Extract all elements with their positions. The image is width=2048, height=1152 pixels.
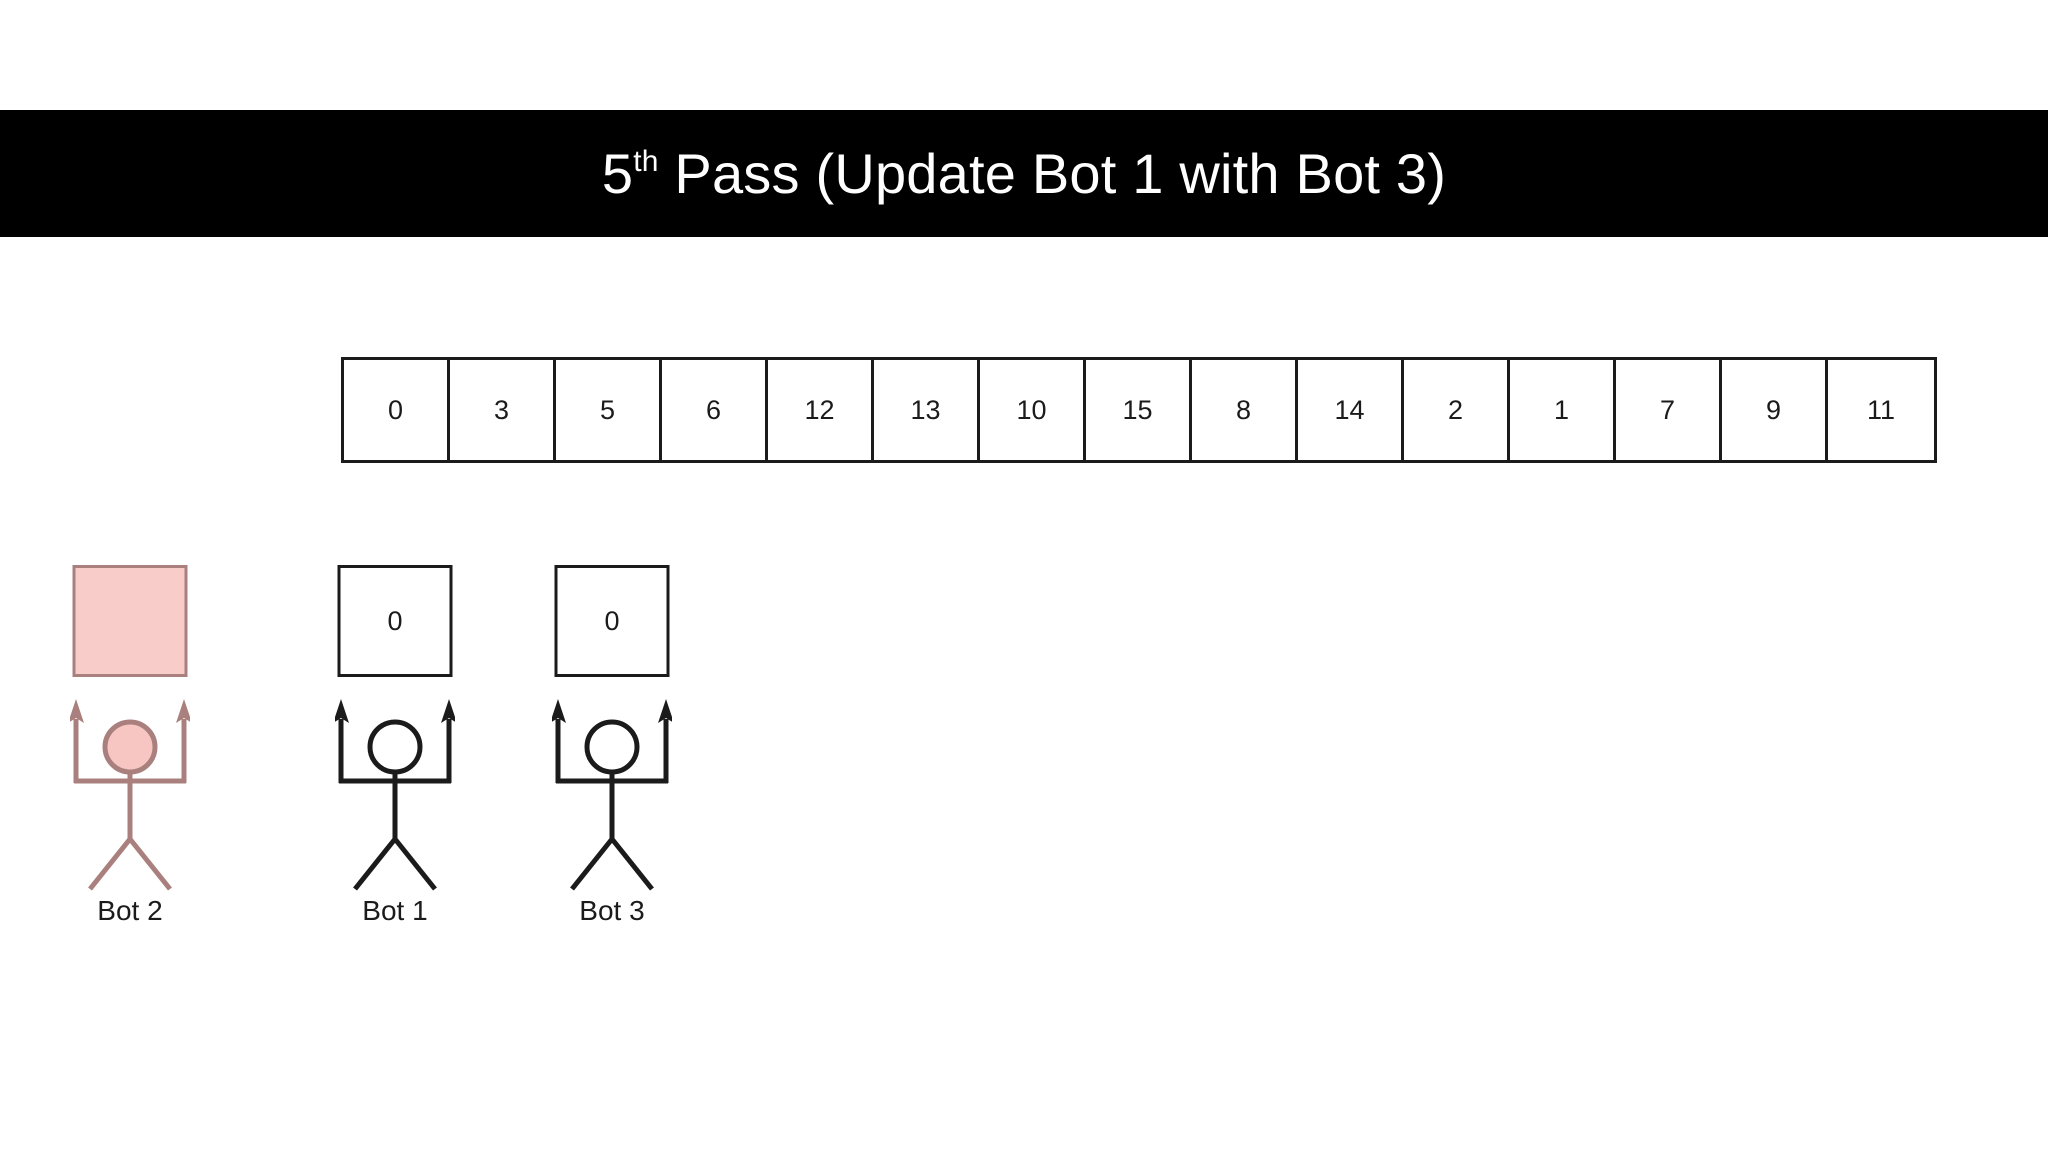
array-cell: 0 [344,360,450,460]
array-cell: 9 [1722,360,1828,460]
array-cell: 1 [1510,360,1616,460]
title-number: 5 [601,142,634,205]
bot-stick-figure [333,693,457,893]
stick-figure-icon [550,699,674,891]
array-cell: 2 [1404,360,1510,460]
stick-figure-icon [68,699,192,891]
array-cell: 5 [556,360,662,460]
array-cell: 7 [1616,360,1722,460]
array-cell: 15 [1086,360,1192,460]
array-cell: 8 [1192,360,1298,460]
bot-value-box [72,565,188,677]
title-rest: Pass (Update Bot 1 with Bot 3) [658,142,1447,205]
bot-value-box: 0 [554,565,670,677]
bot-stick-figure [68,693,192,893]
bot-label: Bot 1 [362,895,428,926]
bot-label: Bot 3 [579,895,645,926]
array-cell: 14 [1298,360,1404,460]
title-bar: 5th Pass (Update Bot 1 with Bot 3) [0,110,2048,237]
bot-label: Bot 2 [97,895,163,926]
array-cell: 6 [662,360,768,460]
array-cell: 3 [450,360,556,460]
bot-stick-figure [550,693,674,893]
title-ordinal-suffix: th [633,145,659,179]
page-title: 5th Pass (Update Bot 1 with Bot 3) [602,141,1446,206]
array-cell: 10 [980,360,1086,460]
array-cell: 13 [874,360,980,460]
bot-value-box: 0 [337,565,453,677]
array-cell: 12 [768,360,874,460]
array-cell: 11 [1828,360,1934,460]
stick-figure-icon [333,699,457,891]
